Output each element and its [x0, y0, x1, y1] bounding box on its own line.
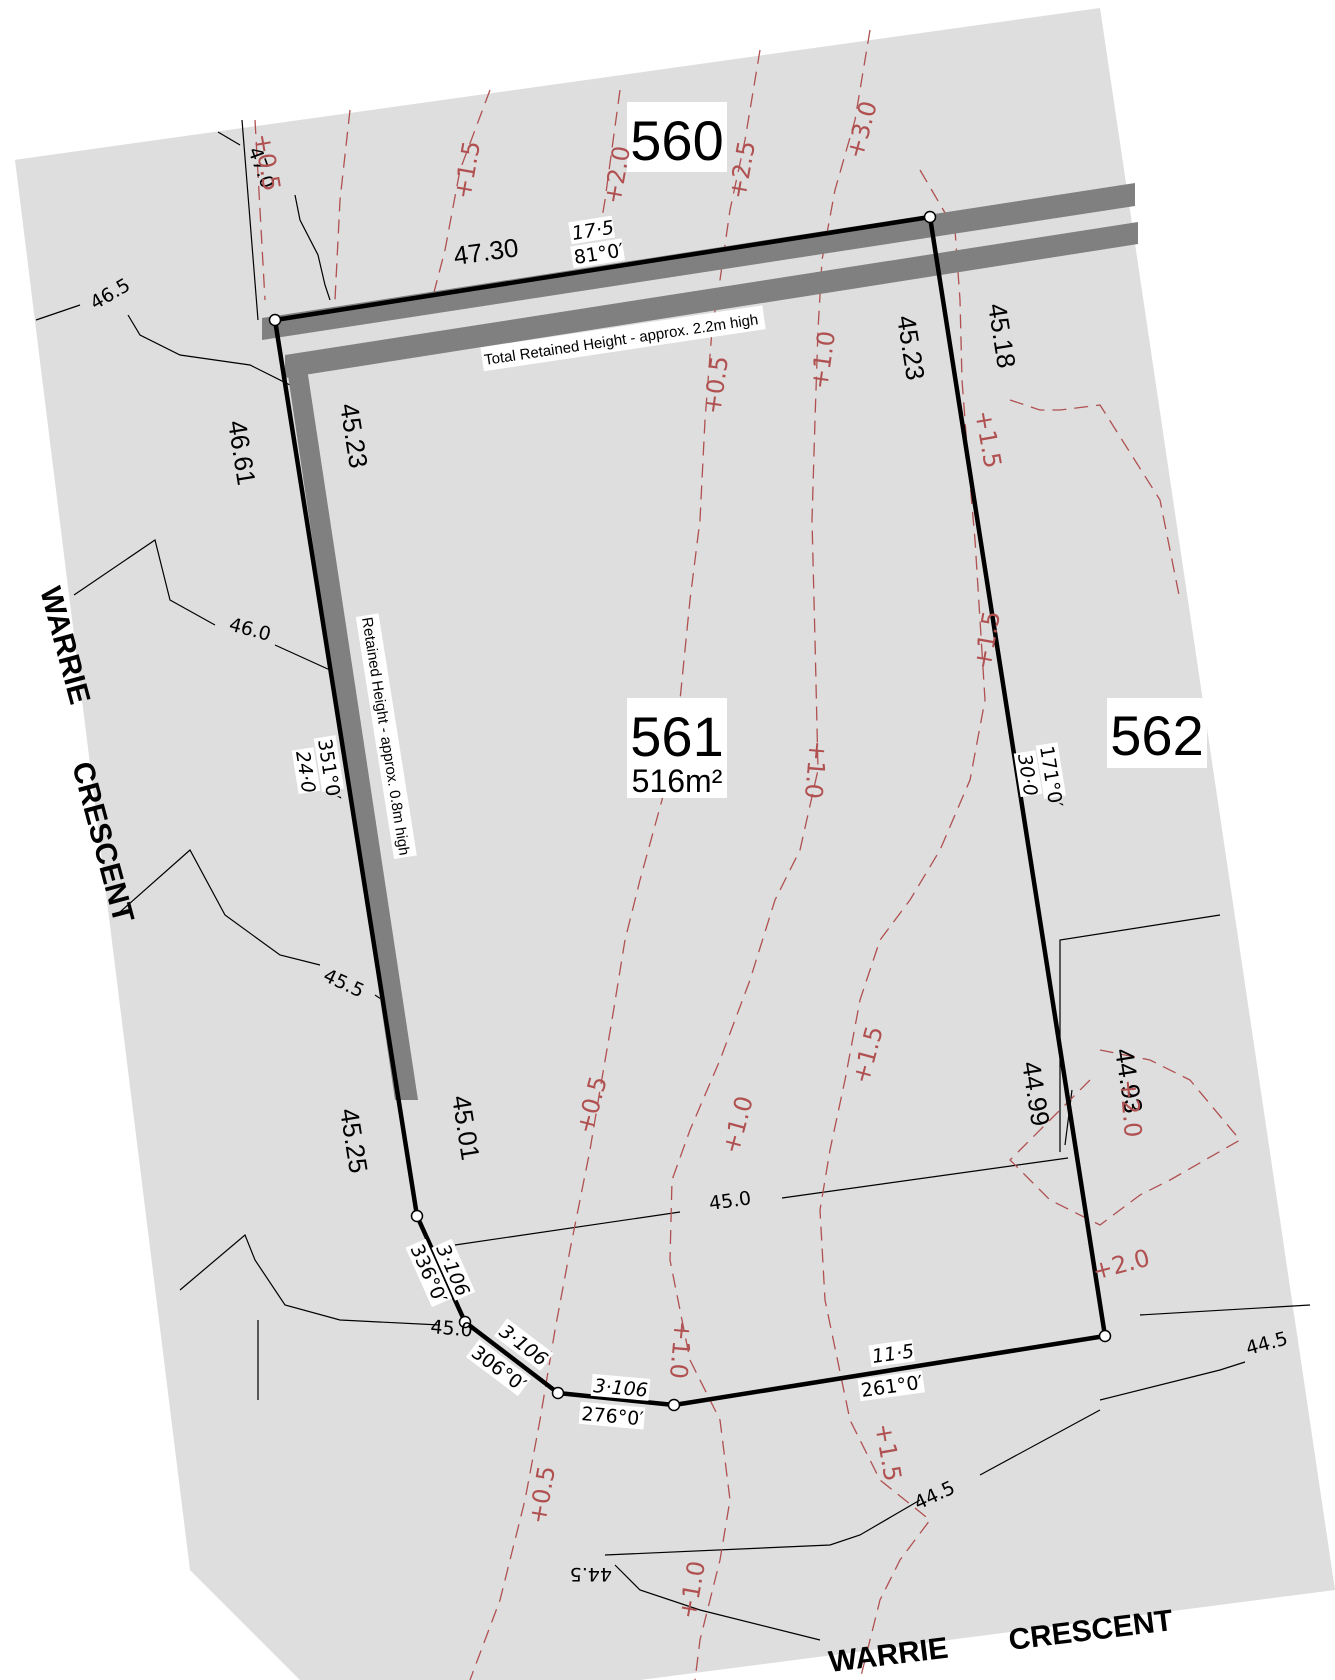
lot-561-boundary — [272, 214, 1108, 1408]
lot-561-label: 561 — [630, 705, 723, 768]
lot-562-label: 562 — [1110, 704, 1203, 767]
arc3-distance: 3·106 — [593, 1375, 649, 1402]
design-label-low-p10b: +1.0 — [664, 1319, 697, 1379]
contour-label-45-0b: 45.0 — [430, 1316, 474, 1342]
retaining-walls — [262, 183, 1138, 1100]
design-label-mid-p10b: +1.0 — [799, 739, 832, 799]
lot-560-label: 560 — [630, 109, 723, 172]
top-retaining-wall — [262, 183, 1135, 340]
design-label-low-p20b: +2.0 — [1114, 1078, 1147, 1138]
contour-label-44-5c: 44.5 — [570, 1563, 612, 1585]
arc3-bearing: 276°0′ — [581, 1403, 645, 1430]
lot-561-area: 516m² — [632, 763, 723, 799]
lot-boundaries — [272, 214, 1108, 1408]
land-area — [14, 8, 1335, 1680]
survey-points — [268, 210, 1112, 1412]
top-retaining-wall-lower — [285, 222, 1138, 378]
side-retaining-wall — [285, 355, 418, 1100]
